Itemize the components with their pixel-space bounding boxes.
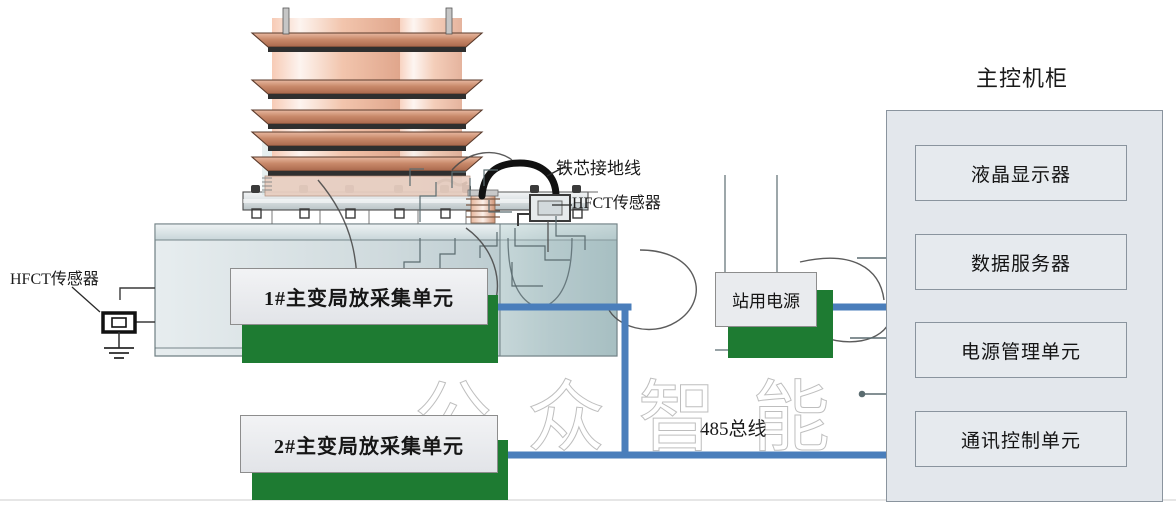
cabinet-module-power-management[interactable]: 电源管理单元 [915, 322, 1127, 378]
station-power-supply[interactable]: 站用电源 [715, 272, 817, 327]
core-ground-cable [478, 159, 560, 200]
hfct-sensor-left [71, 286, 155, 359]
cabinet-module-data-server[interactable]: 数据服务器 [915, 234, 1127, 290]
callout-leaders [546, 165, 572, 206]
hv-bushing [250, 7, 484, 197]
cabinet-module-communication-control[interactable]: 通讯控制单元 [915, 411, 1127, 467]
rs485-bus-label: 485总线 [700, 419, 767, 440]
cabinet-module-lcd-display[interactable]: 液晶显示器 [915, 145, 1127, 201]
collection-unit-1[interactable]: 1#主变局放采集单元 [230, 268, 488, 325]
hfct-sensor-left-label: HFCT传感器 [10, 271, 99, 288]
rs485-bus [476, 303, 897, 459]
bushing-sheds [250, 32, 484, 176]
core-ground-line-label: 铁芯接地线 [556, 159, 641, 178]
internal-wiring [403, 168, 586, 287]
collection-unit-2[interactable]: 2#主变局放采集单元 [240, 415, 498, 473]
cabinet-title: 主控机柜 [976, 66, 1069, 91]
hfct-sensor-right-label: HFCT传感器 [572, 195, 661, 212]
